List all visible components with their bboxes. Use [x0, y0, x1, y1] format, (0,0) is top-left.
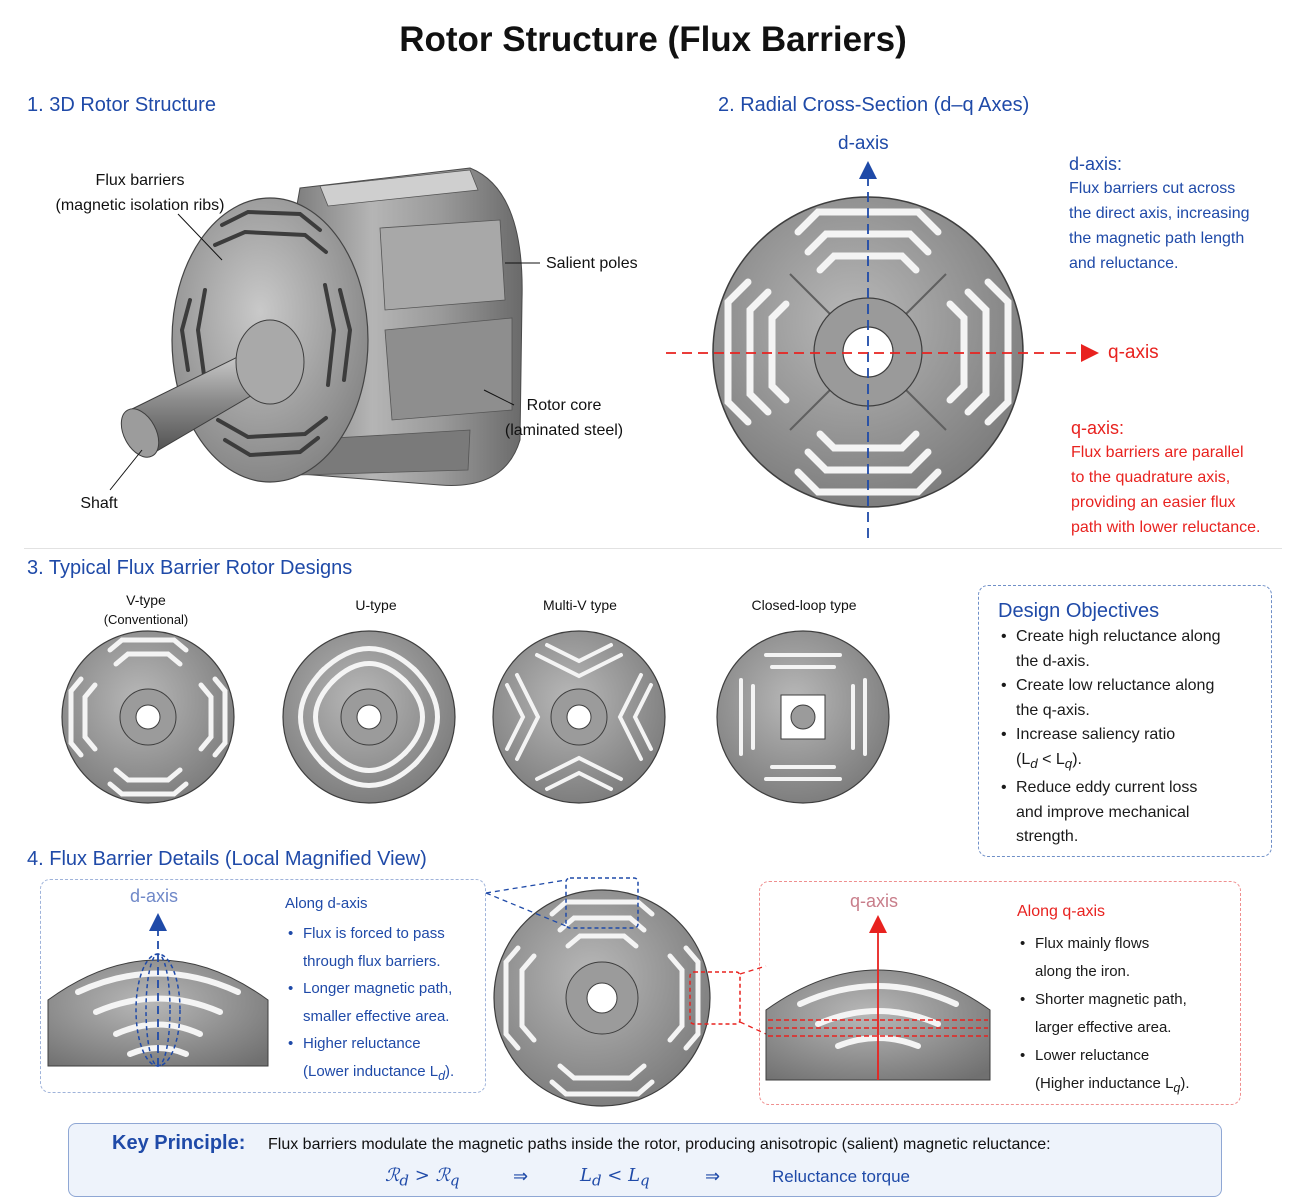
design-v-subtitle: (Conventional) [103, 612, 189, 627]
detail-d-axis-label: d-axis [130, 886, 179, 906]
reluctance-torque-label: Reluctance torque [772, 1167, 910, 1186]
design-u-rotor [282, 630, 456, 804]
along-q-axis-title: Along q-axis [1017, 903, 1106, 920]
q-detail-item: Shorter magnetic path,larger effective a… [1017, 986, 1237, 1042]
design-objectives-panel [978, 585, 1272, 857]
along-d-axis-title: Along d-axis [285, 895, 368, 912]
design-closed-loop-rotor [716, 630, 890, 804]
q-axis-magnified-view [765, 915, 991, 1081]
key-principle-label: Key Principle: [112, 1132, 246, 1154]
label-rotor-core: Rotor core (laminated steel) [504, 397, 624, 439]
label-salient-poles: Salient poles [546, 255, 638, 272]
design-objectives-title: Design Objectives [998, 600, 1160, 622]
reluctance-inequality: ℛd > ℛq [385, 1165, 460, 1190]
design-closed-loop-title: Closed-loop type [751, 597, 857, 613]
q-axis-note: q-axis: Flux barriers are parallel to th… [1071, 418, 1261, 536]
q-axis-detail-panel [759, 881, 1241, 1105]
detail-center-rotor [493, 877, 741, 1107]
section-3-title: 3. Typical Flux Barrier Rotor Designs [27, 557, 353, 579]
d-axis-detail-panel [40, 879, 486, 1093]
d-axis-label: d-axis [838, 133, 889, 154]
q-axis-label: q-axis [1108, 342, 1159, 363]
d-axis-magnified-view [47, 913, 269, 1067]
objective-item: Increase saliency ratio(Ld < Lq). [998, 723, 1266, 776]
design-multi-v-title: Multi-V type [543, 597, 617, 613]
section-divider [24, 548, 1282, 549]
label-flux-barriers: Flux barriers (magnetic isolation ribs) [55, 172, 225, 214]
detail-q-axis-label: q-axis [850, 891, 899, 911]
label-shaft: Shaft [80, 495, 118, 512]
section-4-title: 4. Flux Barrier Details (Local Magnified… [27, 848, 427, 870]
rotor-3d-body [109, 167, 540, 491]
design-multi-v-rotor [492, 630, 666, 804]
design-u-title: U-type [355, 597, 397, 613]
d-axis-note: d-axis: Flux barriers cut across the dir… [1069, 154, 1250, 272]
design-v-rotor [61, 630, 235, 804]
d-detail-item: Longer magnetic path,smaller effective a… [285, 975, 485, 1030]
key-principle-panel [68, 1123, 1222, 1197]
design-v-title: V-type [126, 592, 166, 608]
section-2-title: 2. Radial Cross-Section (d–q Axes) [718, 94, 1030, 116]
inductance-inequality: Ld < Lq [580, 1165, 650, 1190]
page-title: Rotor Structure (Flux Barriers) [399, 20, 907, 59]
implies-arrow-1: ⇒ [513, 1166, 529, 1186]
q-detail-item: Lower reluctance(Higher inductance Lq). [1017, 1042, 1237, 1102]
implies-arrow-2: ⇒ [705, 1166, 721, 1186]
section-1-title: 1. 3D Rotor Structure [27, 94, 216, 116]
d-detail-item: Higher reluctance(Lower inductance Ld). [285, 1030, 485, 1090]
key-principle-text: Flux barriers modulate the magnetic path… [268, 1136, 1051, 1153]
